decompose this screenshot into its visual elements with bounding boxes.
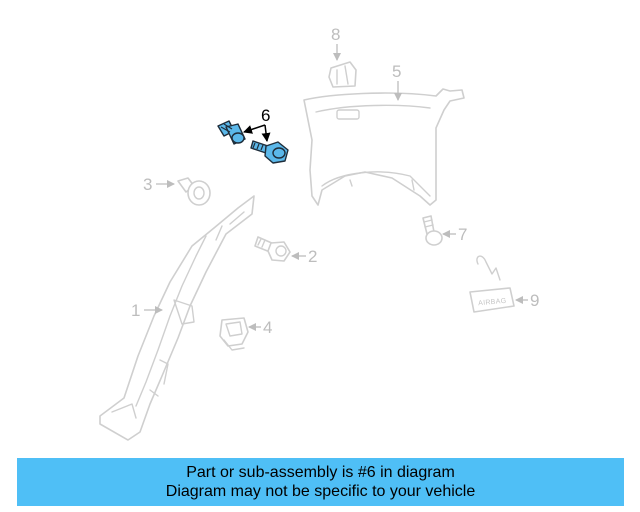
callout-1-label: 1 xyxy=(131,301,140,320)
callout-6-label: 6 xyxy=(261,106,270,125)
part-8-clip[interactable] xyxy=(328,61,357,88)
part-6-bolt-right[interactable] xyxy=(250,140,289,164)
callout-6-leader-left xyxy=(243,124,266,134)
part-7-screw[interactable] xyxy=(422,215,443,246)
info-banner: Part or sub-assembly is #6 in diagram Di… xyxy=(17,458,624,506)
callout-8-label: 8 xyxy=(331,25,340,44)
callout-2-label: 2 xyxy=(308,247,317,266)
callout-9: 9 xyxy=(515,291,539,310)
banner-line-part-number: Part or sub-assembly is #6 in diagram xyxy=(186,464,455,481)
part-4-retainer-clip[interactable] xyxy=(219,317,249,351)
callout-4: 4 xyxy=(248,318,272,337)
airbag-label-text: AIRBAG xyxy=(478,298,507,307)
part-1-pillar-trim[interactable] xyxy=(99,195,255,441)
part-3-push-clip[interactable] xyxy=(177,177,211,206)
part-2-bolt[interactable] xyxy=(254,236,291,262)
callout-1: 1 xyxy=(131,301,163,320)
callout-7: 7 xyxy=(442,225,467,244)
callout-9-label: 9 xyxy=(530,291,539,310)
callout-6: 6 xyxy=(243,106,271,142)
part-9-airbag-label[interactable]: AIRBAG xyxy=(469,255,515,313)
callout-6-leader-right xyxy=(261,124,271,142)
callout-3: 3 xyxy=(143,175,175,194)
callout-2: 2 xyxy=(291,247,317,266)
callout-5-label: 5 xyxy=(392,62,401,81)
callout-7-label: 7 xyxy=(458,225,467,244)
part-6-bolt-left[interactable] xyxy=(217,120,246,145)
callout-4-label: 4 xyxy=(263,318,272,337)
callout-8: 8 xyxy=(331,25,341,61)
callout-5: 5 xyxy=(392,62,402,101)
callout-3-label: 3 xyxy=(143,175,152,194)
banner-line-disclaimer: Diagram may not be specific to your vehi… xyxy=(165,483,476,500)
parts-diagram: 8 5 6 3 xyxy=(99,25,539,441)
part-5-quarter-trim-panel[interactable] xyxy=(303,88,465,206)
